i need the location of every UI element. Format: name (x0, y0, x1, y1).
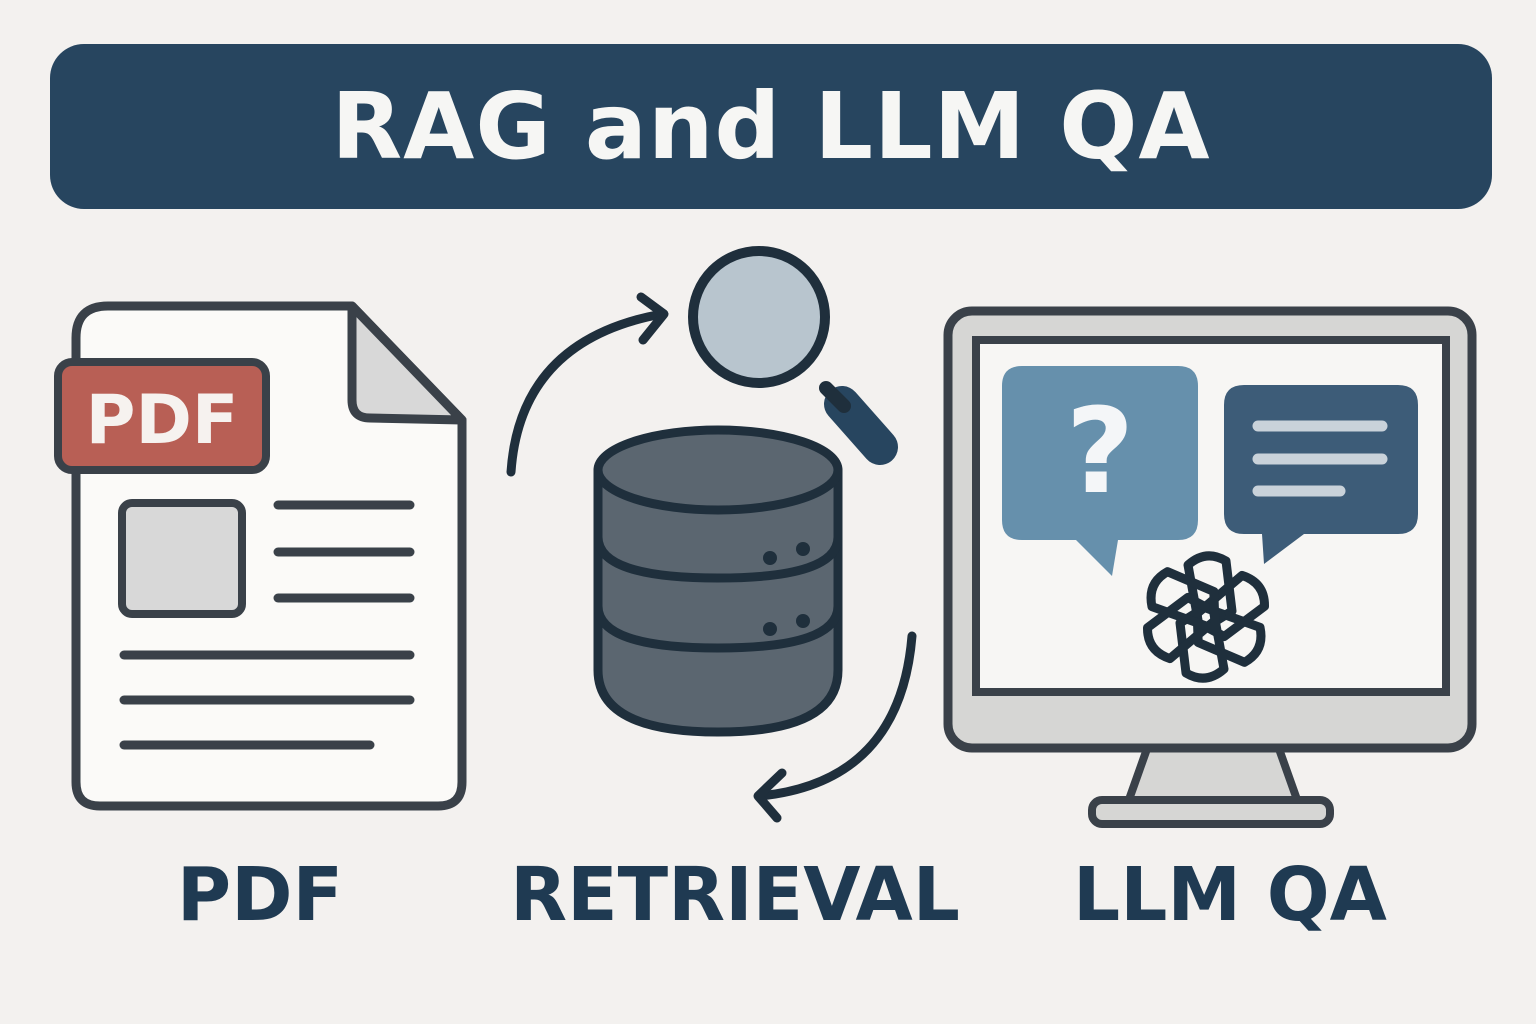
llm-qa-caption: LLM QA (1073, 852, 1387, 938)
pdf-caption: PDF (176, 852, 344, 938)
retrieval-caption: RETRIEVAL (510, 852, 960, 938)
magnifier-icon (688, 246, 898, 465)
question-mark-glyph: ? (1066, 382, 1134, 520)
database-icon (593, 425, 843, 737)
pdf-tag: PDF (54, 358, 270, 474)
title-banner: RAG and LLM QA (50, 44, 1492, 209)
question-bubble-icon: ? (1002, 366, 1198, 576)
cycle-arrows-icon (506, 292, 917, 823)
pdf-tag-label: PDF (86, 381, 239, 460)
llm-logo-icon (1140, 551, 1272, 683)
answer-bubble-icon (1224, 385, 1418, 564)
page-title: RAG and LLM QA (331, 72, 1211, 180)
